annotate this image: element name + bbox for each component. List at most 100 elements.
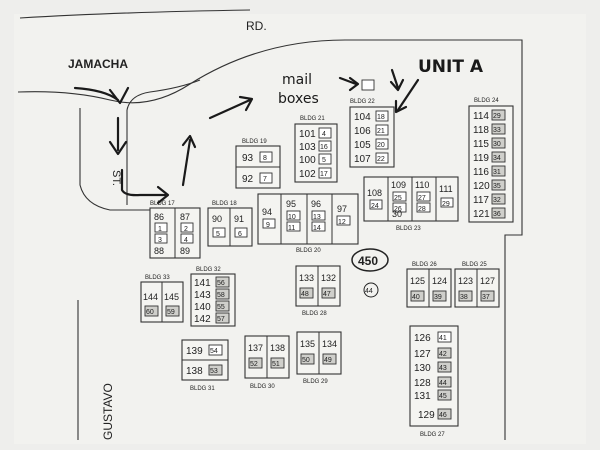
route-arrowhead-3: [156, 185, 170, 205]
unit-108: 108: [367, 188, 382, 198]
street-edge-left: [79, 108, 150, 211]
unit-number: 58: [217, 292, 225, 299]
property-boundary: [345, 39, 523, 440]
unit-102: 102: [299, 169, 316, 180]
mail-boxes-text-2: boxes: [278, 91, 319, 107]
bldg-28-label: BLDG 28: [302, 311, 327, 317]
route-arrowhead-4: [181, 134, 197, 149]
unit-number: 10: [288, 214, 296, 221]
bldg-24-outline: [468, 105, 514, 223]
unit-box: [180, 233, 194, 244]
unit-number: 48: [301, 291, 309, 298]
unit-number: 41: [439, 335, 447, 342]
unit-box: [318, 153, 332, 165]
bldg-24-label: BLDG 24: [474, 98, 499, 104]
jamacha-label: JAMACHA: [68, 57, 128, 71]
unit-104: 104: [354, 112, 371, 123]
unit-111: 111: [439, 184, 453, 194]
unit-92: 92: [242, 174, 254, 185]
unit-number: 35: [493, 183, 501, 190]
unit-116: 116: [473, 167, 489, 178]
unit-number: 36: [493, 211, 501, 218]
unit-box: [437, 331, 452, 343]
unit-number: 9: [266, 222, 270, 229]
unit-box: [154, 222, 168, 233]
unit-a-arrow: [396, 78, 420, 112]
unit-box: [165, 305, 180, 317]
unit-131: 131: [414, 391, 431, 402]
route-arrow-4: [181, 138, 192, 187]
unit-126: 126: [414, 333, 431, 344]
bldg-27-label: BLDG 27: [420, 432, 445, 438]
unit-number: 52: [250, 361, 258, 368]
bldg-22: BLDG 22 104 18 106 21 105 20 107 22: [349, 99, 395, 168]
route-arrowhead-2: [108, 140, 128, 156]
bldg-26: BLDG 26 125 124 40 39: [406, 262, 452, 308]
mailbox-square: [361, 79, 375, 91]
bldg-23-label: BLDG 23: [396, 226, 421, 232]
unit-number: 4: [184, 237, 188, 244]
unit-box: [299, 287, 314, 299]
unit-box: [144, 305, 159, 317]
unit-118: 118: [473, 125, 489, 136]
unit-135: 135: [300, 339, 315, 349]
unit-number: 2: [184, 226, 188, 233]
unit-number: 34: [493, 155, 501, 162]
unit-number: 29: [442, 201, 450, 208]
bldg-28: 133 132 48 47 BLDG 28: [295, 265, 341, 317]
unit-box: [322, 353, 337, 365]
unit-box: [369, 199, 383, 210]
unit-107: 107: [354, 154, 371, 165]
bldg-20-label: BLDG 20: [296, 248, 321, 254]
unit-number: 20: [377, 142, 385, 149]
unit-box: [437, 347, 452, 359]
unit-number: 54: [210, 348, 218, 355]
bldg-19-label: BLDG 19: [242, 139, 267, 145]
unit-130: 130: [414, 363, 431, 374]
unit-box: [491, 207, 506, 219]
jamacha-road-edge: [17, 39, 346, 104]
unit-129: 129: [418, 410, 435, 421]
bldg-17: BLDG 17 86 87 1 2 3 4 88 89: [149, 201, 201, 259]
unit-number: 7: [263, 176, 267, 183]
unit-87: 87: [180, 212, 190, 222]
bldg-31-label: BLDG 31: [190, 386, 215, 392]
unit-140: 140: [194, 302, 211, 313]
unit-125: 125: [410, 276, 425, 286]
unit-box: [437, 389, 452, 401]
mailbox-arrowhead: [348, 76, 360, 92]
unit-number: 33: [493, 127, 501, 134]
unit-127b: 127: [414, 349, 431, 360]
unit-box: [491, 123, 506, 135]
mail-boxes-text-1: mail: [282, 72, 312, 88]
unit-number: 40: [412, 294, 420, 301]
unit-100: 100: [299, 155, 316, 166]
unit-number: 59: [167, 309, 175, 316]
unit-box: [311, 210, 326, 221]
unit-120: 120: [473, 181, 490, 192]
bldg-26-label: BLDG 26: [412, 262, 437, 268]
unit-86: 86: [154, 212, 164, 222]
unit-box: [248, 357, 263, 369]
unit-box: [286, 210, 301, 221]
route-arrowhead-5: [238, 95, 254, 112]
unit-box: [491, 151, 506, 163]
unit-number: 3: [158, 237, 162, 244]
unit-number: 21: [377, 128, 385, 135]
unit-box: [208, 364, 223, 376]
unit-number: 17: [320, 171, 328, 178]
unit-number: 49: [324, 357, 332, 364]
bldg-18-label: BLDG 18: [212, 201, 237, 207]
bldg-20: 94 95 96 97 9 10 11 12 13 14 BLDG 20: [257, 193, 359, 254]
unit-110: 110: [415, 180, 429, 190]
unit-box: [375, 152, 389, 164]
unit-number: 32: [493, 197, 501, 204]
unit-127: 127: [480, 276, 495, 286]
unit-a-text: UNIT A: [418, 57, 484, 77]
unit-number: 28: [418, 206, 426, 213]
unit-number: 6: [238, 231, 242, 238]
unit-number: 16: [320, 144, 328, 151]
unit-box: [375, 124, 389, 136]
unit-number: 39: [434, 294, 442, 301]
bldg-17-label: BLDG 17: [150, 201, 175, 207]
